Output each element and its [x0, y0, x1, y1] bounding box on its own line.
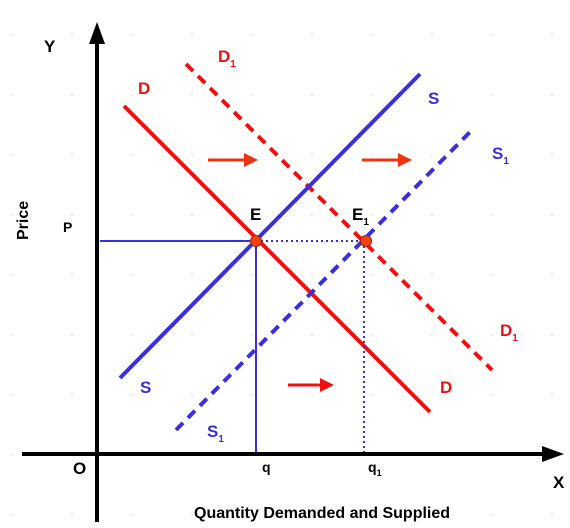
demand-curve-D: [122, 104, 432, 414]
equilibrium-label-E1: E1: [352, 205, 369, 228]
label-D1-bottom: D1: [500, 321, 518, 344]
right-arrow-icon: [288, 378, 334, 392]
label-D-top: D: [138, 79, 150, 98]
equilibrium-point-E: [250, 235, 262, 247]
equilibrium-point-E1: [360, 235, 372, 247]
right-arrow-icon: [208, 153, 258, 167]
y-axis-letter: Y: [44, 37, 56, 56]
y-axis-title: Price: [15, 201, 32, 240]
x-axis-title: Quantity Demanded and Supplied: [194, 505, 450, 522]
x-axis-arrowhead: [542, 446, 564, 462]
label-S-bottom: S: [140, 378, 151, 397]
label-D-bottom: D: [440, 378, 452, 397]
supply-curve-S: [118, 72, 422, 380]
label-S1-top: S1: [492, 144, 509, 167]
label-S-top: S: [428, 89, 439, 108]
quantity-label-q: q: [262, 459, 271, 475]
demand-curve-D1: [184, 62, 494, 372]
right-arrow-icon: [362, 153, 412, 167]
y-axis-arrowhead: [89, 22, 105, 44]
x-axis-letter: X: [553, 473, 565, 492]
quantity-label-q1: q1: [368, 459, 382, 478]
supply-curve-S1: [174, 130, 472, 432]
price-label-P: P: [63, 219, 72, 235]
label-S1-bottom: S1: [207, 422, 224, 445]
origin-label: O: [73, 459, 86, 478]
equilibrium-label-E: E: [250, 205, 261, 224]
label-D1-top: D1: [218, 47, 236, 70]
